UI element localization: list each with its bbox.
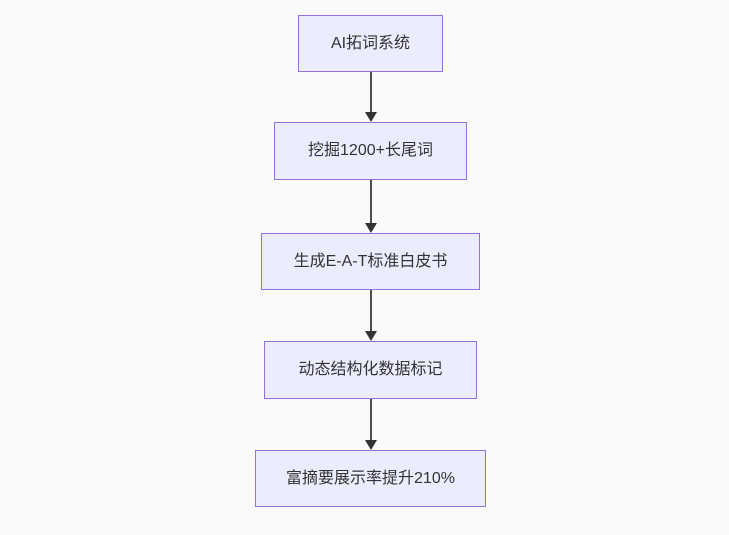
flow-node-label: 生成E-A-T标准白皮书 [293, 252, 448, 270]
flow-node-longtail-mining: 挖掘1200+长尾词 [274, 122, 467, 180]
arrow-line [369, 290, 372, 331]
flow-node-label: AI拓词系统 [330, 34, 411, 52]
flow-node-label: 动态结构化数据标记 [298, 361, 443, 378]
arrowhead-down-icon [364, 331, 377, 341]
flow-node-rich-snippet-result: 富摘要展示率提升210% [255, 450, 486, 507]
arrowhead-down-icon [364, 223, 377, 233]
flow-node-structured-data-markup: 动态结构化数据标记 [264, 341, 477, 399]
flow-node-label: 挖掘1200+长尾词 [308, 142, 433, 159]
flow-arrow-1 [364, 72, 378, 122]
arrowhead-down-icon [364, 112, 377, 122]
flow-node-label: 富摘要展示率提升210% [286, 469, 455, 487]
arrow-line [369, 180, 372, 223]
arrow-line [369, 399, 372, 440]
arrowhead-down-icon [364, 440, 377, 450]
flow-arrow-4 [364, 399, 378, 450]
flow-arrow-3 [364, 290, 378, 341]
flow-arrow-2 [364, 180, 378, 233]
flow-node-ai-keyword-system: AI拓词系统 [298, 15, 443, 72]
arrow-line [369, 72, 372, 112]
flow-node-eat-whitepaper: 生成E-A-T标准白皮书 [261, 233, 480, 290]
